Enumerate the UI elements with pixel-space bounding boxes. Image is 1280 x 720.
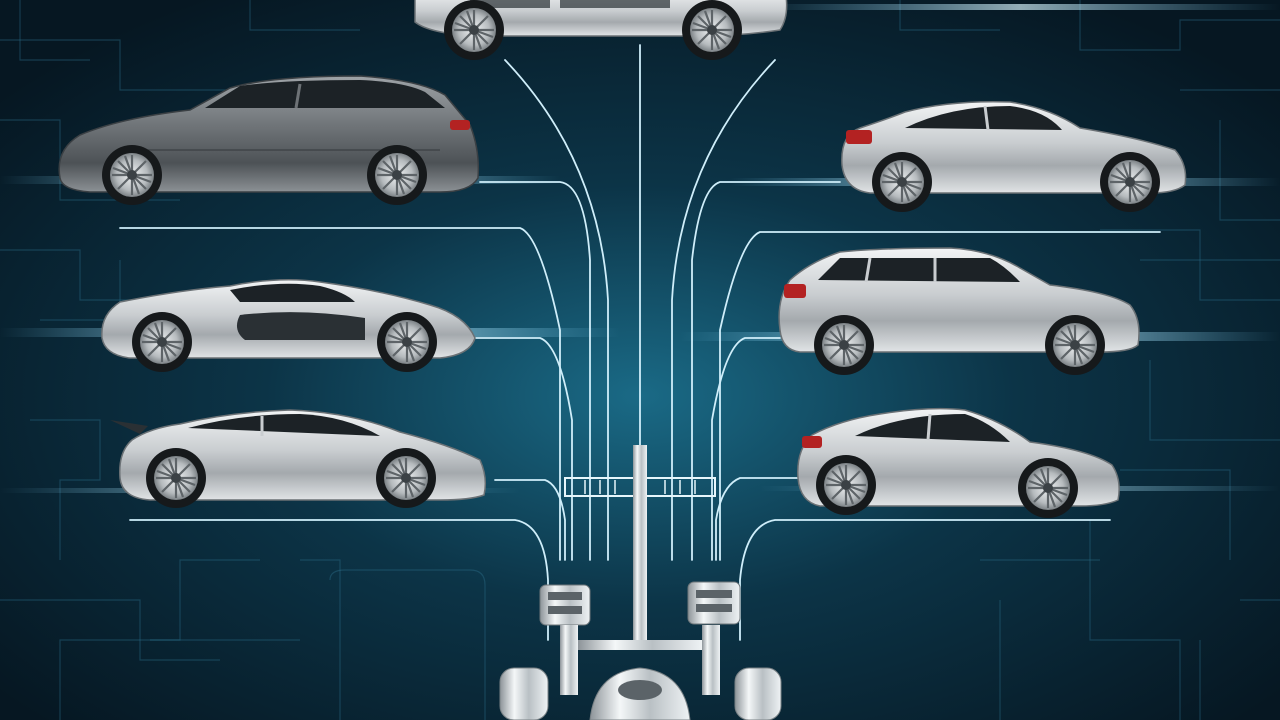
vehicle-coupe-right xyxy=(841,100,1187,214)
vehicle-hatchback-right xyxy=(797,407,1120,520)
vehicle-suv-right xyxy=(778,247,1140,377)
right-motor xyxy=(687,581,741,625)
vehicle-supercar-left xyxy=(101,279,476,374)
connector-lines xyxy=(119,44,1161,641)
left-motor xyxy=(539,584,591,626)
vehicle-sportscar-left xyxy=(110,409,487,510)
chassis-platform xyxy=(499,445,782,720)
vehicle-wagon-left xyxy=(58,75,480,207)
vehicle-sedan-top xyxy=(414,0,788,62)
